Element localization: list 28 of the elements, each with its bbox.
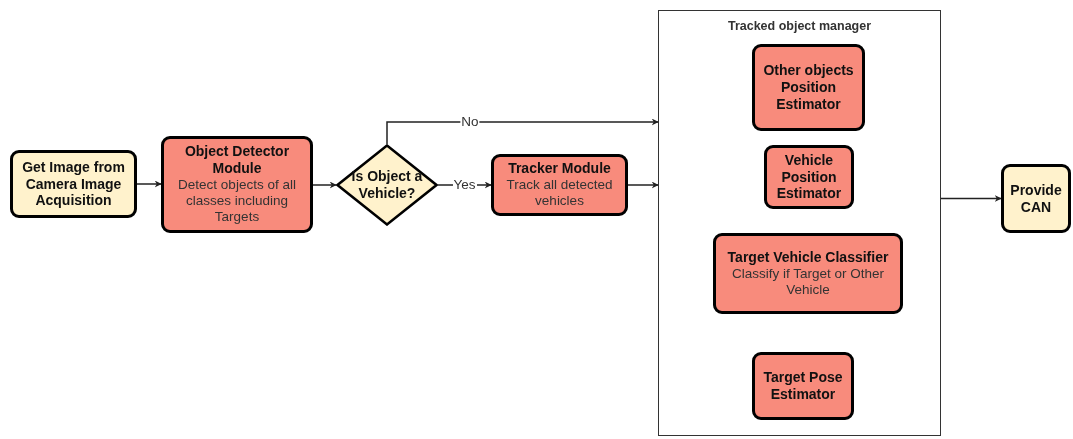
- process-box: [752, 44, 865, 131]
- box-title: Vehicle Position Estimator: [775, 151, 843, 203]
- box-title: Provide CAN: [1009, 181, 1063, 216]
- box-text: Detect objects of all classes including Targets: [177, 177, 297, 226]
- arrow: [627, 181, 659, 189]
- process-box: [764, 145, 854, 209]
- process-box: [713, 233, 903, 314]
- box-title: Other objects Position Estimator: [762, 62, 855, 113]
- box-title: Object Detector Module: [183, 143, 291, 177]
- container-box: [658, 10, 941, 436]
- process-box: [161, 136, 313, 233]
- process-box: [1001, 164, 1071, 233]
- group-title: Tracked object manager: [727, 19, 872, 34]
- box-title: Get Image from Camera Image Acquisition: [21, 158, 126, 210]
- box-text: Track all detected vehicles: [505, 177, 614, 210]
- arrow: [136, 180, 162, 188]
- box-title: Tracker Module: [508, 160, 611, 178]
- process-box: [10, 150, 137, 218]
- box-title: Target Pose Estimator: [762, 369, 844, 403]
- process-box: [752, 352, 854, 420]
- arrow: [940, 195, 1002, 202]
- box-title: Target Vehicle Classifier: [727, 248, 889, 266]
- arrow: [386, 118, 659, 145]
- box-text: Classify if Target or Other Vehicle: [730, 265, 886, 299]
- arrow: [312, 181, 337, 189]
- process-box: [491, 154, 628, 216]
- box-title: Is Object a Vehicle?: [350, 168, 424, 202]
- decision-diamond: [336, 144, 438, 226]
